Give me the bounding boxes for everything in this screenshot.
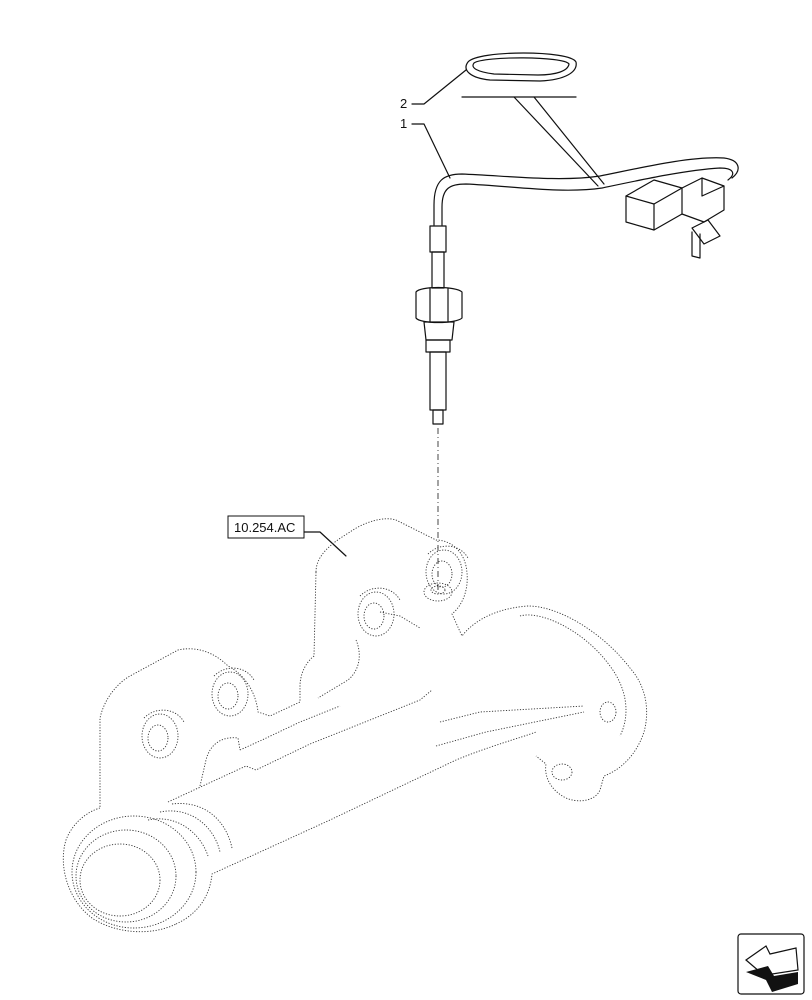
reference-label: 10.254.AC bbox=[234, 520, 295, 535]
seal-ring[interactable] bbox=[465, 52, 577, 82]
reference-callout[interactable]: 10.254.AC bbox=[227, 515, 347, 557]
leader-lines bbox=[411, 69, 605, 187]
temperature-sensor[interactable] bbox=[415, 157, 739, 425]
exhaust-manifold bbox=[62, 518, 648, 933]
next-page-arrow-icon[interactable] bbox=[737, 933, 805, 995]
callout-1: 1 bbox=[400, 116, 407, 131]
callout-2: 2 bbox=[400, 96, 407, 111]
